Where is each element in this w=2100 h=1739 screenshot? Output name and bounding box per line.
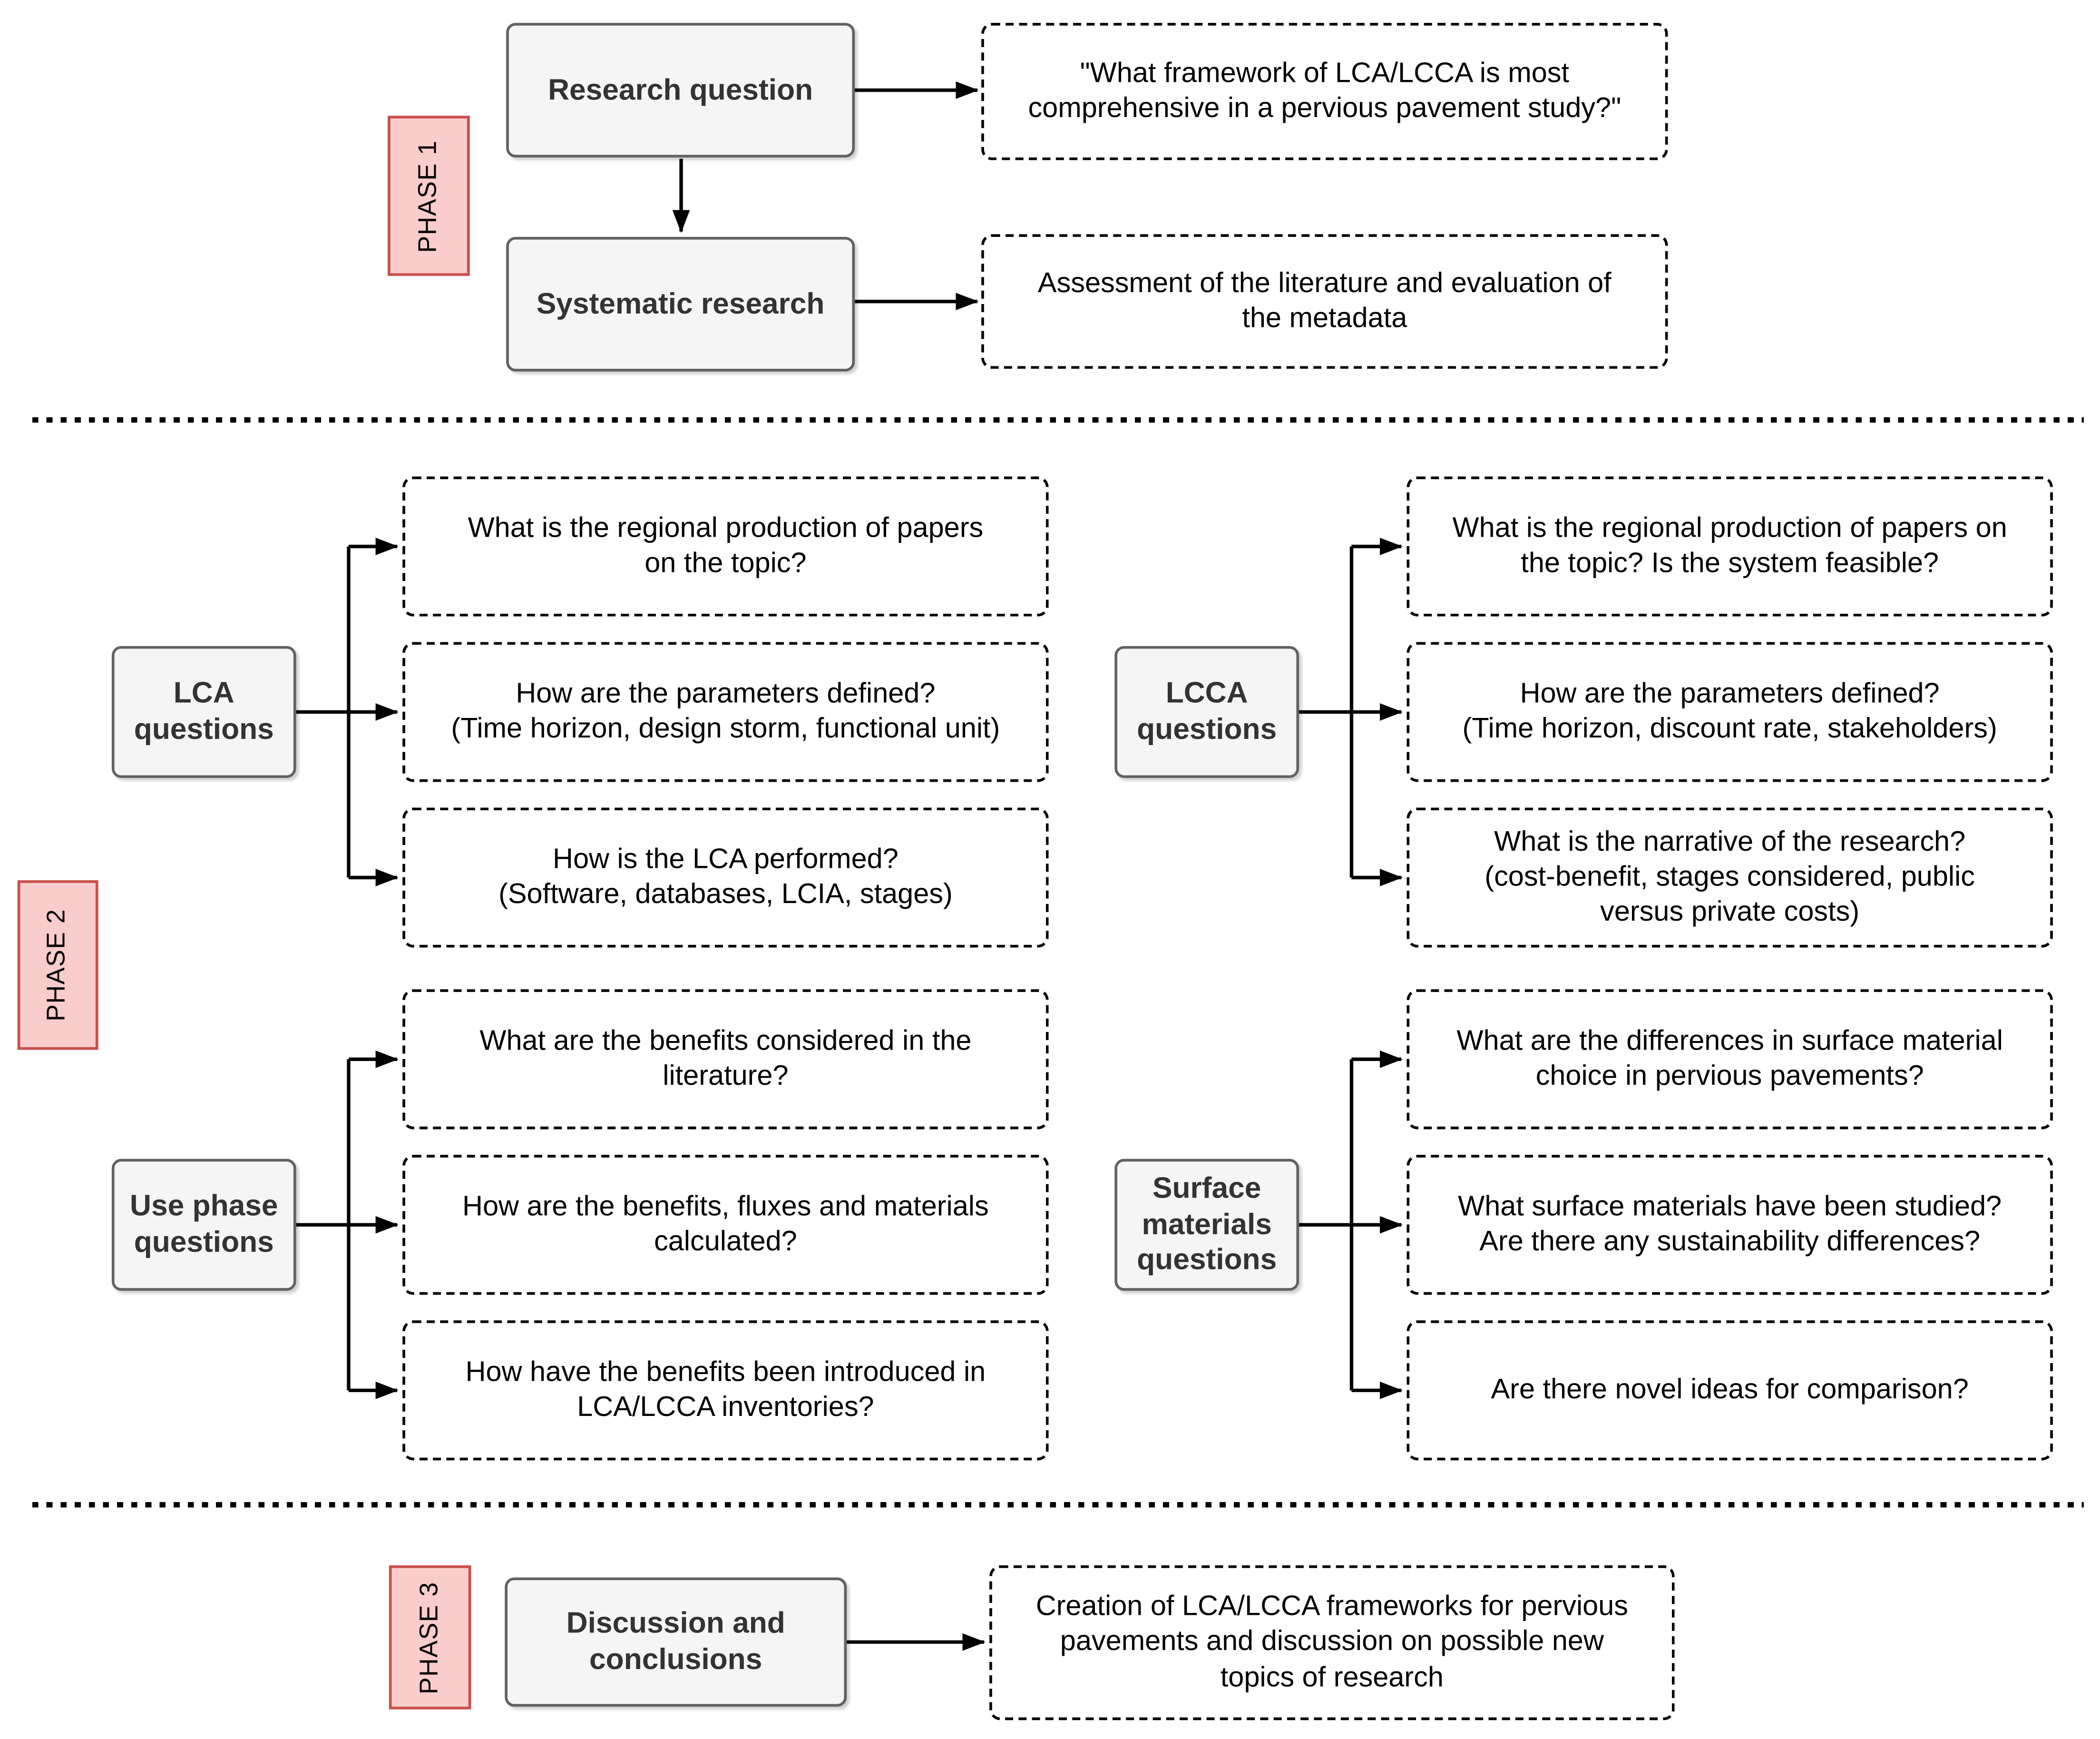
use-phase-question-1-box: What are the benefits considered in the … (402, 989, 1049, 1130)
phase1-label: PHASE 1 (388, 116, 470, 276)
lcca-questions-title: LCCA questions (1137, 676, 1277, 746)
surface-materials-question-1-box: What are the differences in surface mate… (1407, 989, 2053, 1130)
surface-materials-question-1-text: What are the differences in surface mate… (1456, 1025, 2003, 1092)
lcca-question-2-text: How are the parameters defined? (Time ho… (1462, 678, 1997, 745)
lcca-questions-box: LCCA questions (1114, 646, 1299, 778)
systematic-research-box: Systematic research (506, 236, 855, 372)
surface-materials-question-2-box: What surface materials have been studied… (1407, 1155, 2053, 1295)
lca-question-1-box: What is the regional production of paper… (402, 476, 1049, 617)
lca-question-3-box: How is the LCA performed? (Software, dat… (402, 807, 1049, 948)
systematic-research-output-text: Assessment of the literature and evaluat… (1037, 267, 1612, 334)
phase1-phase2-divider (32, 417, 2084, 422)
phase3-label-text: PHASE 3 (415, 1581, 444, 1694)
phase3-label: PHASE 3 (389, 1565, 471, 1710)
surface-materials-questions-title: Surface materials questions (1137, 1170, 1277, 1277)
lca-question-2-text: How are the parameters defined? (Time ho… (451, 678, 1000, 745)
lca-question-2-box: How are the parameters defined? (Time ho… (402, 642, 1049, 782)
phase2-label-text: PHASE 2 (43, 908, 72, 1022)
systematic-research-output-box: Assessment of the literature and evaluat… (981, 234, 1668, 369)
systematic-research-title: Systematic research (536, 286, 825, 320)
lca-question-3-text: How is the LCA performed? (Software, dat… (498, 844, 953, 910)
lcca-question-1-box: What is the regional production of paper… (1407, 476, 2053, 617)
research-question-output-box: "What framework of LCA/LCCA is most comp… (981, 23, 1668, 160)
surface-materials-question-2-text: What surface materials have been studied… (1458, 1191, 2002, 1258)
research-question-output-text: "What framework of LCA/LCCA is most comp… (1028, 58, 1621, 124)
research-question-box: Research question (506, 23, 855, 157)
discussion-conclusions-title: Discussion and conclusions (566, 1606, 785, 1676)
research-question-title: Research question (548, 72, 813, 106)
lca-questions-box: LCA questions (111, 646, 296, 778)
lca-question-1-text: What is the regional production of paper… (468, 512, 984, 579)
phase1-label-text: PHASE 1 (414, 139, 442, 253)
use-phase-question-2-text: How are the benefits, fluxes and materia… (462, 1191, 989, 1258)
use-phase-question-2-box: How are the benefits, fluxes and materia… (402, 1155, 1049, 1295)
phase2-label: PHASE 2 (17, 880, 98, 1050)
use-phase-question-3-box: How have the benefits been introduced in… (402, 1320, 1049, 1461)
discussion-conclusions-box: Discussion and conclusions (505, 1577, 847, 1707)
lca-questions-title: LCA questions (134, 676, 274, 746)
surface-materials-question-3-text: Are there novel ideas for comparison? (1491, 1374, 1969, 1405)
surface-materials-questions-box: Surface materials questions (1114, 1159, 1299, 1291)
use-phase-questions-box: Use phase questions (111, 1159, 296, 1291)
surface-materials-question-3-box: Are there novel ideas for comparison? (1407, 1320, 2053, 1461)
use-phase-questions-title: Use phase questions (130, 1189, 278, 1259)
lcca-question-1-text: What is the regional production of paper… (1452, 512, 2007, 579)
use-phase-question-1-text: What are the benefits considered in the … (479, 1025, 972, 1092)
discussion-output-text: Creation of LCA/LCCA frameworks for perv… (1035, 1592, 1629, 1693)
phase2-phase3-divider (32, 1502, 2084, 1507)
use-phase-question-3-text: How have the benefits been introduced in… (465, 1356, 986, 1423)
lcca-question-3-box: What is the narrative of the research? (… (1407, 807, 2053, 948)
lcca-question-2-box: How are the parameters defined? (Time ho… (1407, 642, 2053, 782)
discussion-output-box: Creation of LCA/LCCA frameworks for perv… (989, 1565, 1675, 1720)
lcca-question-3-text: What is the narrative of the research? (… (1485, 826, 1975, 928)
